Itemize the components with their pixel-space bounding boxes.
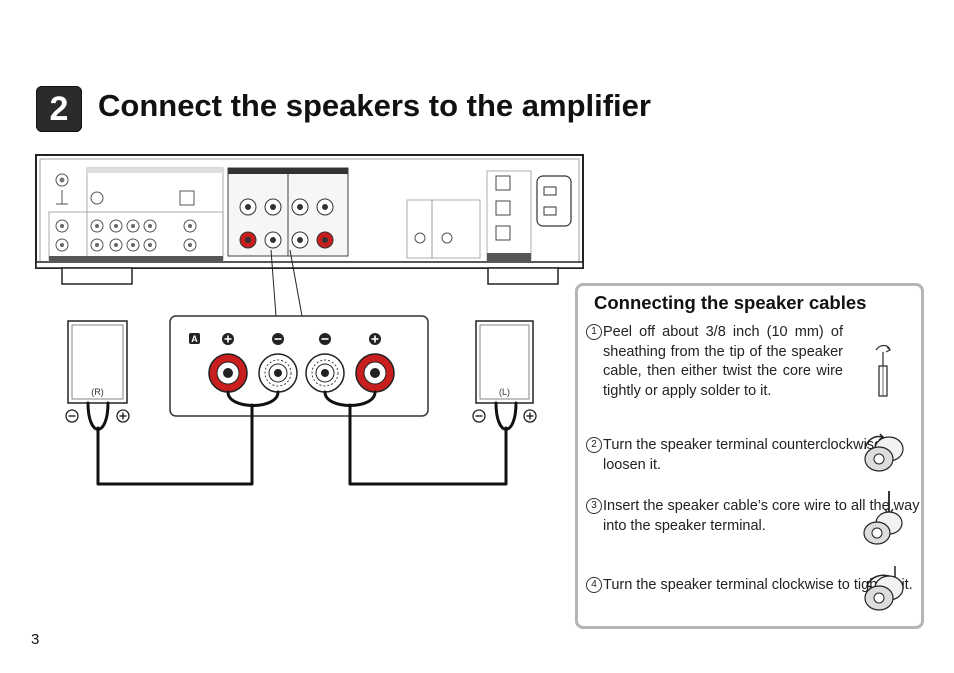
terminal-negative-left: [305, 353, 345, 393]
amplifier-rear-panel: [35, 154, 584, 285]
speaker-cables: [86, 390, 518, 486]
terminal-positive-right: [208, 353, 248, 393]
minus-icon: [472, 409, 486, 423]
step-text: Insert the speaker cable’s core wire to …: [603, 498, 920, 534]
speaker-terminal-closeup: A: [169, 315, 429, 417]
plus-icon: [369, 333, 381, 345]
terminal-group-label: A: [191, 334, 198, 344]
stripped-wire-icon: [875, 344, 892, 397]
plus-icon: [222, 333, 234, 345]
speaker-right: [65, 320, 130, 423]
terminal-tighten-icon: [864, 566, 904, 611]
plus-icon: [523, 409, 537, 423]
instruction-step-3: 3 Insert the speaker cable’s core wire t…: [586, 497, 921, 536]
plus-icon: [116, 409, 130, 423]
instruction-step-4: 4 Turn the speaker terminal clockwise to…: [586, 576, 913, 596]
terminal-negative-right: [258, 353, 298, 393]
minus-icon: [272, 333, 284, 345]
step-number-badge: 2: [36, 86, 82, 132]
connecting-cables-panel: Connecting the speaker cables 1 Peel off…: [575, 283, 924, 629]
step-number: 1: [586, 324, 602, 340]
speaker-right-label: (R): [91, 387, 104, 397]
page-number: 3: [31, 631, 40, 648]
step-number: 4: [586, 577, 602, 593]
step-number: 2: [586, 437, 602, 453]
terminal-group-badge: [189, 333, 200, 344]
page-title: Connect the speakers to the amplifier: [98, 88, 651, 123]
step-text: Turn the speaker terminal clockwise to t…: [603, 577, 913, 593]
instruction-step-1: 1 Peel off about 3/8 inch (10 mm) of she…: [586, 323, 843, 401]
wire-insert-icon: [863, 491, 903, 545]
speaker-left: [472, 320, 537, 423]
minus-icon: [65, 409, 79, 423]
speaker-left-label: (L): [499, 387, 510, 397]
panel-title: Connecting the speaker cables: [594, 292, 867, 313]
step-text: Peel off about 3/8 inch (10 mm) of sheat…: [603, 324, 843, 399]
step-text: Turn the speaker terminal counterclockwi…: [603, 437, 899, 473]
step-number: 3: [586, 498, 602, 514]
minus-icon: [319, 333, 331, 345]
terminal-loosen-icon: [864, 433, 904, 472]
terminal-positive-left: [355, 353, 395, 393]
instruction-step-2: 2 Turn the speaker terminal counterclock…: [586, 436, 921, 475]
